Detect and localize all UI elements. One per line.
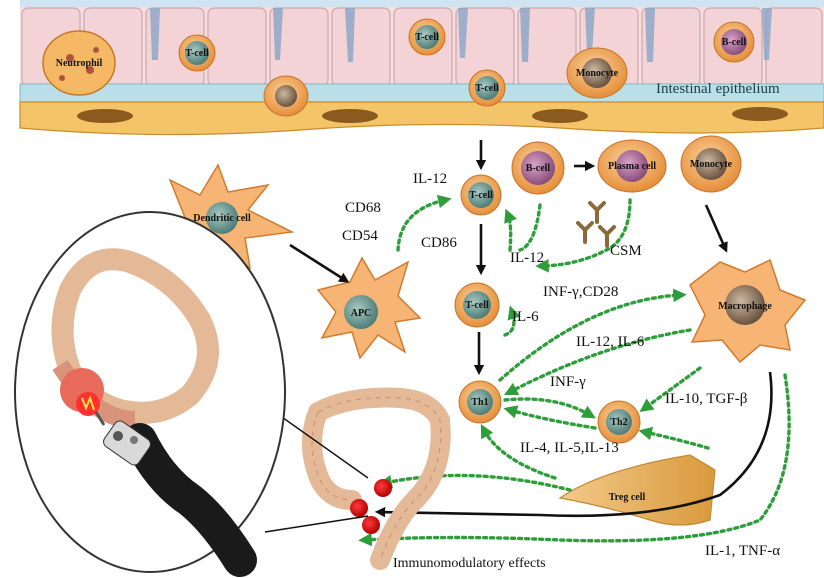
tcell-mid-2: T-cell bbox=[454, 282, 500, 328]
tcell-top-1-label: T-cell bbox=[185, 48, 209, 59]
label-il10-tgf: IL-10, TGF-β bbox=[665, 391, 747, 407]
apc-cell: APC bbox=[316, 256, 422, 360]
label-csm: CSM bbox=[610, 243, 642, 259]
label-il6: IL-6 bbox=[512, 309, 539, 325]
tcell-mid-1: T-cell bbox=[460, 174, 502, 216]
endoscope-zoom bbox=[14, 211, 369, 577]
epithelial-cell-row bbox=[21, 7, 823, 87]
bcell-mid: B-cell bbox=[511, 141, 565, 195]
bcell-top-label: B-cell bbox=[722, 37, 747, 48]
label-inf-g: INF-γ bbox=[550, 374, 586, 390]
bcell-mid-label: B-cell bbox=[526, 163, 551, 174]
monocyte-top: Monocyte bbox=[566, 47, 628, 99]
tcell-mid-1-label: T-cell bbox=[469, 190, 493, 201]
bcell-top: B-cell bbox=[713, 21, 755, 63]
treg-label: Treg cell bbox=[609, 492, 646, 503]
tcell-mid-2-label: T-cell bbox=[465, 300, 489, 311]
tcell-epithelium: T-cell bbox=[468, 69, 506, 107]
tcell-top-2-label: T-cell bbox=[415, 32, 439, 43]
th2-cell: Th2 bbox=[597, 400, 641, 444]
label-immunomodulatory: Immunomodulatory effects bbox=[393, 556, 546, 571]
dendritic-label: Dendritic cell bbox=[193, 213, 251, 224]
th1-cell: Th1 bbox=[458, 380, 502, 424]
colon-illustration bbox=[301, 387, 451, 570]
label-il4-5-13: IL-4, IL-5,IL-13 bbox=[520, 440, 619, 456]
lesion-3 bbox=[362, 516, 380, 534]
migrating-cell bbox=[263, 75, 309, 117]
epithelial-nuclei bbox=[77, 107, 788, 123]
label-il1-tnf: IL-1, TNF-α bbox=[705, 543, 780, 559]
label-cd68: CD68 bbox=[345, 200, 381, 216]
goblet-cells bbox=[150, 8, 772, 62]
neutrophil-cell: Neutrophil bbox=[42, 30, 116, 96]
epithelium-label: Intestinal epithelium bbox=[656, 81, 780, 97]
black-arrows bbox=[289, 140, 773, 518]
label-il12-top: IL-12 bbox=[413, 171, 447, 187]
label-cd86: CD86 bbox=[421, 235, 457, 251]
intestinal-epithelium: Intestinal epithelium bbox=[19, 0, 824, 136]
label-il12-il6: IL-12, IL-6 bbox=[576, 334, 645, 350]
tcell-epithelium-label: T-cell bbox=[475, 83, 499, 94]
monocyte-mid: Monocyte bbox=[680, 135, 742, 193]
label-inf-cd28: INF-γ,CD28 bbox=[543, 284, 618, 300]
th1-label: Th1 bbox=[471, 397, 488, 408]
antibodies-csm bbox=[576, 201, 616, 248]
label-il12-mid: IL-12 bbox=[510, 250, 544, 266]
plasma-cell: Plasma cell bbox=[597, 139, 667, 193]
plasma-label: Plasma cell bbox=[608, 161, 656, 172]
tcell-top-2: T-cell bbox=[408, 18, 446, 56]
lesion-1 bbox=[374, 479, 392, 497]
monocyte-top-label: Monocyte bbox=[576, 68, 619, 79]
apc-label: APC bbox=[351, 308, 372, 319]
monocyte-mid-label: Monocyte bbox=[690, 159, 733, 170]
th2-label: Th2 bbox=[610, 417, 627, 428]
neutrophil-label: Neutrophil bbox=[56, 58, 103, 69]
tcell-top-1: T-cell bbox=[178, 34, 216, 72]
macrophage-cell: Macrophage bbox=[689, 258, 807, 364]
lesion-2 bbox=[350, 499, 368, 517]
cytokine-labels: IL-12 CD68 CD54 CD86 IL-12 CSM INF-γ,CD2… bbox=[342, 171, 780, 571]
label-cd54: CD54 bbox=[342, 228, 378, 244]
green-arrows bbox=[358, 194, 791, 547]
macrophage-label: Macrophage bbox=[718, 301, 772, 312]
